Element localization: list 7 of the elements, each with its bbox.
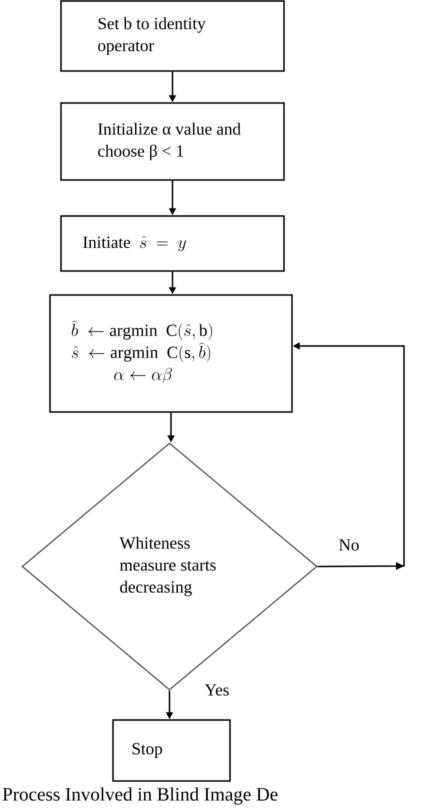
edge-label: No: [339, 539, 359, 551]
process-box: Initialize α value and choose β < 1: [60, 102, 285, 181]
terminal-box: Stop: [112, 719, 231, 782]
process-box: $\mathrm{Initiate}\ \ \hat{s}\ =\ y$: [60, 215, 285, 272]
process-box: Set b to identity operator: [60, 0, 285, 72]
process-box: $\begin{array}{l}\widehat{b}\ \leftarrow \mathrm{argmin}\ \ \mathrm{C}(\hat{s},\mathrm{b})\\ \hat{s}\ \leftarrow \mathrm{argmin}\ \ \mathrm{C}(\mathrm{s},\widehat{b})\\ \qquad\ \ \alpha \leftarrow \alpha\beta\end{array}$: [49, 294, 293, 413]
caption: Process Involved in Blind Image De: [2, 787, 278, 805]
